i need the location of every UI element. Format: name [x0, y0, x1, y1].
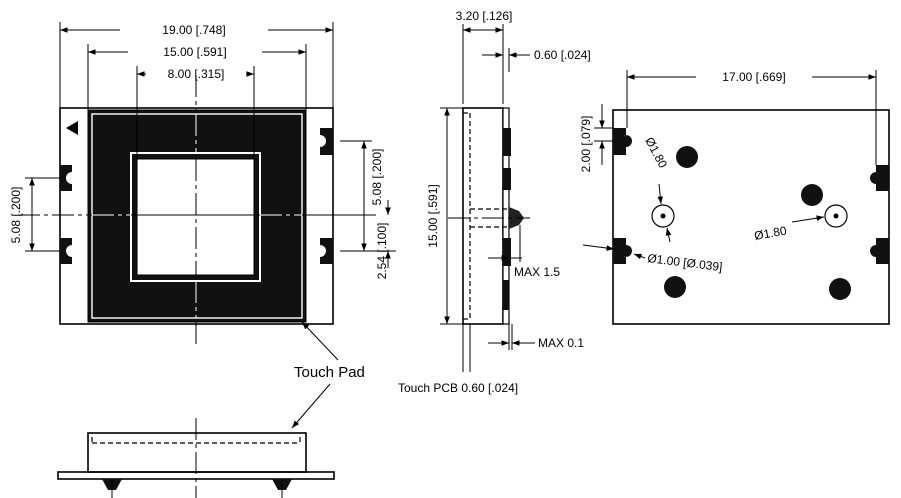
- left-pin-upper: [60, 165, 72, 191]
- dim-left-pin-pitch: 5.08 [.200]: [9, 187, 23, 244]
- dim-overall-width: 19.00 [.748]: [162, 23, 225, 37]
- right-pin-lower: [320, 238, 333, 264]
- dim-hole-dia-right: Ø1.80: [753, 223, 788, 243]
- side-view-body: [462, 107, 504, 325]
- bottom-right-pin-lower: [870, 238, 889, 264]
- dim-bottom-pin-offset: 2.00 [.079]: [579, 116, 593, 173]
- front-view: [57, 418, 335, 498]
- mount-dot-4: [829, 278, 851, 300]
- mount-dot-3: [664, 276, 686, 298]
- bottom-left-pin-upper: [613, 128, 632, 155]
- dim-max-gap: MAX 0.1: [538, 336, 584, 350]
- left-pin-lower: [60, 238, 72, 264]
- dim-right-pin-offset: 2.54 [.100]: [375, 223, 389, 280]
- dim-side-height: 15.00 [.591]: [426, 184, 440, 247]
- dim-max-pin: MAX 1.5: [514, 265, 560, 279]
- right-pin-upper: [320, 128, 333, 155]
- side-view: 3.20 [.126] 0.60 [.024] 15.00 [.591] MAX…: [398, 9, 591, 395]
- top-view: 19.00 [.748] 15.00 [.591] 8.00 [.315] 5.…: [9, 22, 396, 429]
- dim-pad-width: 15.00 [.591]: [163, 45, 226, 59]
- dim-pin-hole-dia: Ø1.00 [Ø.039]: [647, 251, 724, 274]
- bottom-left-pin-lower: [613, 238, 632, 264]
- front-view-body: [87, 432, 307, 473]
- dim-window-width: 8.00 [.315]: [168, 67, 225, 81]
- bottom-view: 17.00 [.669] 2.00 [.079] Ø1.80 Ø1.80 Ø1.…: [579, 70, 890, 325]
- dim-right-pin-pitch: 5.08 [.200]: [370, 149, 384, 206]
- pin1-marker-icon: [66, 121, 78, 135]
- mount-dot-2: [801, 184, 823, 206]
- touch-pad: [87, 109, 307, 323]
- touch-pad-label: Touch Pad: [294, 364, 365, 381]
- bottom-view-outline: [612, 109, 890, 325]
- dim-hole-dia-left: Ø1.80: [642, 135, 670, 171]
- dim-touch-pcb: Touch PCB 0.60 [.024]: [398, 381, 518, 395]
- dim-side-thickness: 3.20 [.126]: [456, 9, 513, 23]
- dim-lead-thickness: 0.60 [.024]: [534, 48, 591, 62]
- dim-bottom-width: 17.00 [.669]: [722, 70, 785, 84]
- mount-dot-1: [676, 146, 698, 168]
- bottom-right-pin-upper: [870, 165, 889, 191]
